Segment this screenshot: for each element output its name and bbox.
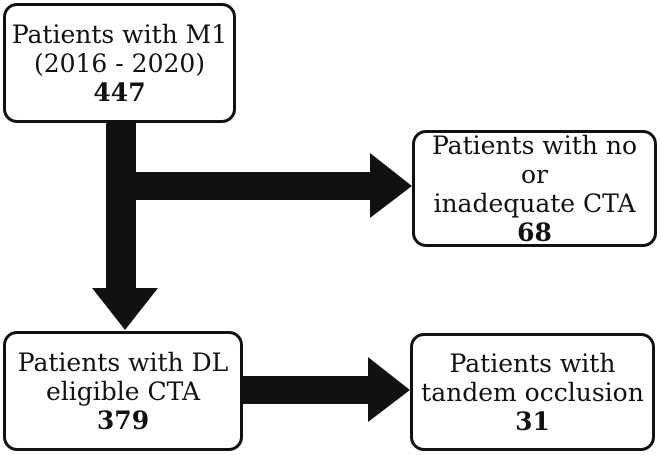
branch-line <box>106 172 378 200</box>
box-m1-count: 447 <box>93 77 146 107</box>
box-patients-dl-eligible: Patients with DL eligible CTA 379 <box>3 331 243 451</box>
box-patients-tandem: Patients with tandem occlusion 31 <box>410 333 655 451</box>
box-dl-count: 379 <box>96 405 150 435</box>
box-dl-line1: Patients with DL <box>17 347 229 377</box>
arrow-right-head-tandem <box>368 357 410 422</box>
box-no-cta-line1: Patients with no or <box>431 130 637 189</box>
box-tandem-count: 31 <box>515 406 550 436</box>
box-dl-line2: eligible CTA <box>45 376 201 406</box>
box-tandem-line2: tandem occlusion <box>421 377 644 407</box>
box-tandem-line1: Patients with <box>449 348 616 378</box>
arrow-right-head-exclusion <box>370 153 412 218</box>
arrow-down-head <box>92 288 158 330</box>
box-patients-no-cta: Patients with no or inadequate CTA 68 <box>412 130 657 247</box>
bottom-line <box>242 376 372 404</box>
box-m1-line2: (2016 - 2020) <box>33 48 206 78</box>
box-m1-line1: Patients with M1 <box>11 19 228 49</box>
box-no-cta-count: 68 <box>517 217 552 247</box>
box-patients-m1: Patients with M1 (2016 - 2020) 447 <box>3 3 236 123</box>
box-no-cta-line2: inadequate CTA <box>433 188 636 218</box>
trunk-line <box>106 122 136 290</box>
